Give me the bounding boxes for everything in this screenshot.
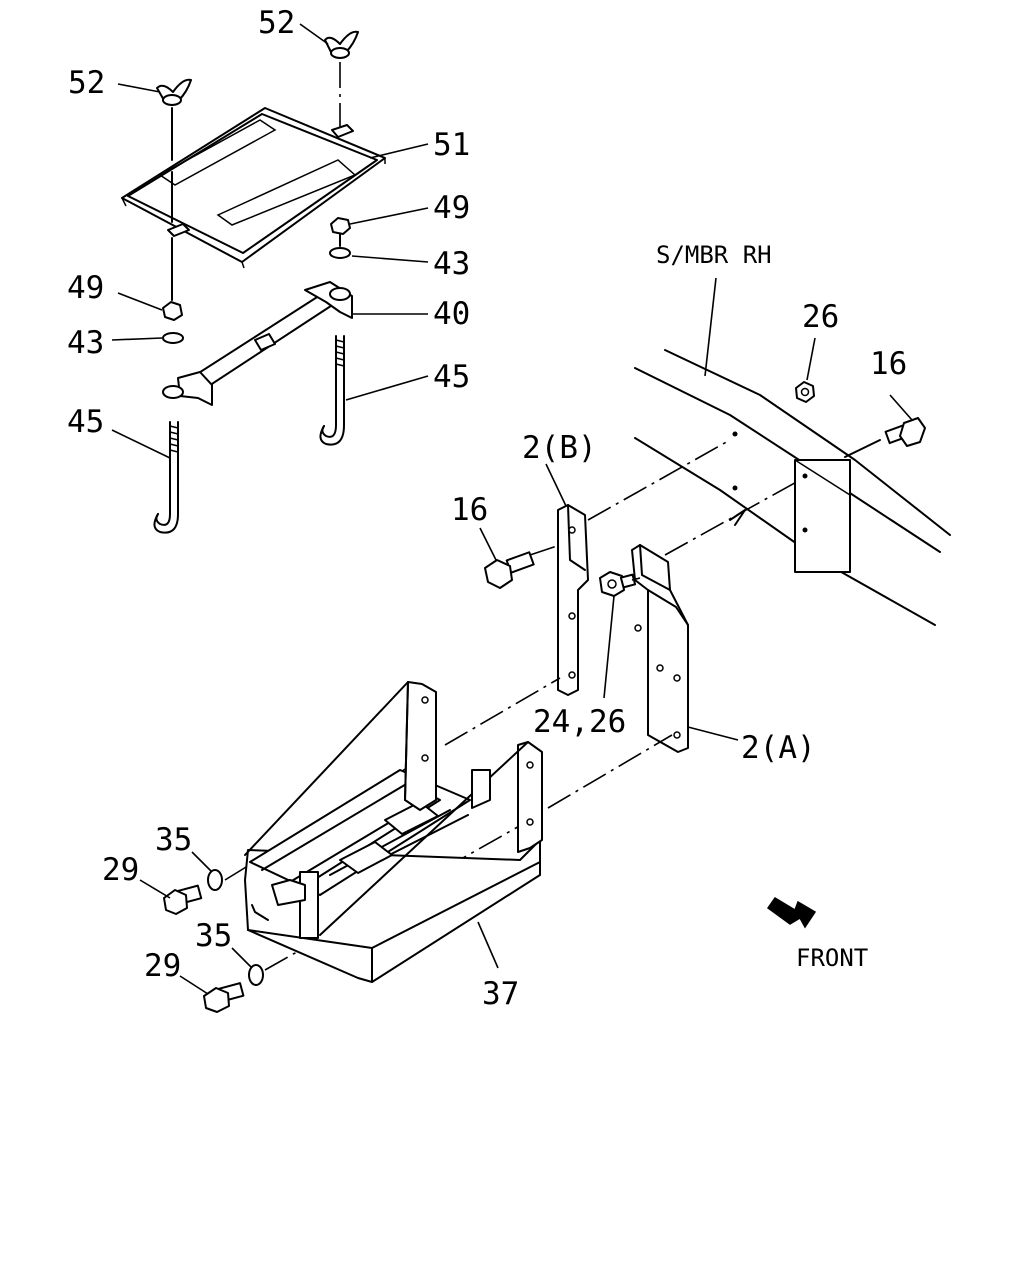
bolt-lower [203, 982, 245, 1013]
frame-bolt [884, 417, 926, 447]
nut-left [162, 301, 183, 321]
label-nut-right: 49 [433, 190, 470, 226]
label-hook-bolt-right: 45 [433, 359, 470, 395]
hold-down-bar [162, 281, 353, 406]
front-arrow-icon [766, 896, 817, 929]
bracket-nut [599, 571, 637, 597]
label-frame-bolt: 16 [870, 346, 907, 382]
label-side-member: S/MBR RH [656, 241, 772, 269]
label-washer-right: 43 [433, 246, 470, 282]
label-washer-lower: 35 [195, 918, 232, 954]
label-hook-bolt-left: 45 [67, 404, 104, 440]
label-battery-tray: 37 [482, 976, 519, 1012]
bracket-bolt [484, 551, 535, 589]
label-bracket-bolt: 16 [451, 492, 488, 528]
label-cover: 51 [433, 127, 470, 163]
label-bracket-a: 2(A) [741, 730, 816, 766]
label-hold-down-bar: 40 [433, 296, 470, 332]
washer-right [329, 247, 351, 259]
hook-bolt-right [319, 335, 345, 446]
nut-right [330, 217, 351, 235]
bolt-upper [163, 884, 203, 915]
washer-left [162, 332, 184, 344]
label-nut-left: 49 [67, 270, 104, 306]
label-frame-nut: 26 [802, 299, 839, 335]
bracket-a [631, 544, 689, 753]
washer-lower [248, 964, 264, 986]
wing-nut-left [156, 78, 192, 106]
washer-upper [207, 869, 223, 891]
label-washer-left: 43 [67, 325, 104, 361]
battery-tray [244, 681, 543, 983]
label-front: FRONT [796, 944, 868, 972]
side-member-frame [634, 349, 951, 626]
battery-cover [121, 107, 386, 269]
label-wing-nut-left: 52 [68, 65, 105, 101]
wing-nut-top [324, 30, 359, 59]
hook-bolt-left [153, 421, 179, 534]
label-washer-upper: 35 [155, 822, 192, 858]
label-wing-nut-top: 52 [258, 5, 295, 41]
label-bolt-upper: 29 [102, 852, 139, 888]
label-bolt-lower: 29 [144, 948, 181, 984]
label-nuts-24-26: 24,26 [533, 704, 626, 740]
label-bracket-b: 2(B) [522, 430, 597, 466]
frame-nut [795, 381, 815, 403]
leader-lines [111, 23, 913, 995]
bracket-b [557, 504, 589, 696]
